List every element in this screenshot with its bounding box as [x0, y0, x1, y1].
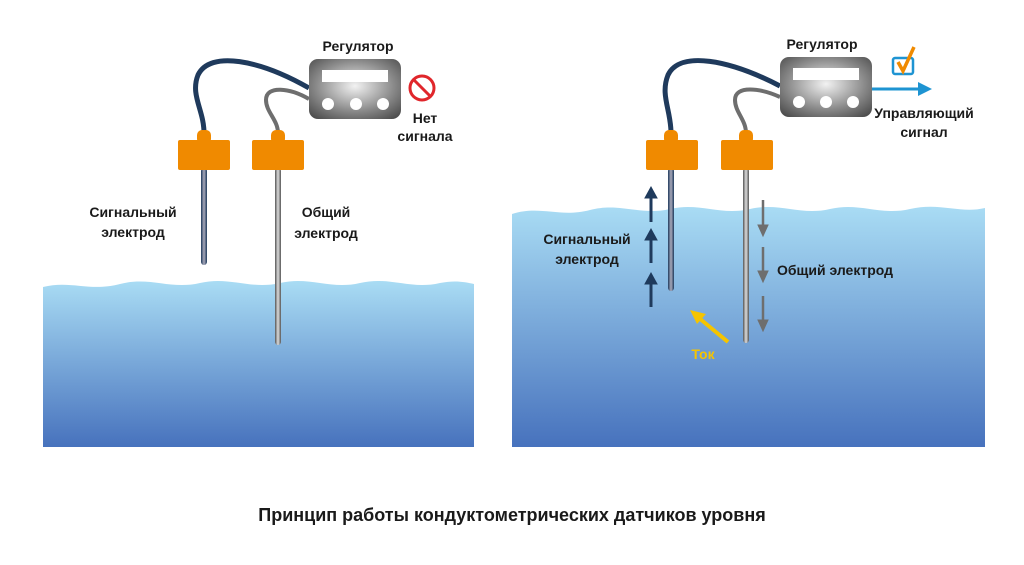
signal-electrode-rod [668, 168, 674, 291]
signal-cable [193, 58, 311, 134]
common-electrode-rod [275, 168, 281, 345]
common-electrode-label: Общий электрод [777, 262, 893, 278]
checkbox-checked-icon [891, 46, 916, 76]
diagram-title: Принцип работы кондуктометрических датчи… [258, 505, 765, 525]
regulator-label: Регулятор [322, 38, 393, 54]
left-panel: Регулятор Нет сигнала Сигнальный электро… [43, 38, 474, 447]
signal-cable [662, 58, 782, 134]
common-cable [732, 87, 781, 134]
regulator [780, 57, 872, 117]
common-electrode-rod [743, 168, 749, 343]
output-label: сигнал [900, 124, 947, 140]
right-panel: Регулятор Управляющий сигнал Сигнальный … [512, 36, 985, 447]
status-text: Нет [413, 110, 438, 126]
signal-electrode-label: Сигнальный [543, 231, 630, 247]
current-up-arrows [644, 185, 658, 307]
signal-electrode-label: Сигнальный [89, 204, 176, 220]
common-electrode-label: электрод [294, 225, 358, 241]
signal-probe-head [646, 130, 698, 170]
current-label: Ток [691, 346, 715, 362]
status-text: сигнала [397, 128, 452, 144]
signal-electrode-label: электрод [555, 251, 619, 267]
common-probe-head [721, 130, 773, 170]
output-arrow-icon [872, 82, 932, 96]
current-arrow-icon [690, 310, 730, 344]
signal-electrode-label: электрод [101, 224, 165, 240]
output-label: Управляющий [874, 105, 973, 121]
common-cable [263, 87, 311, 134]
regulator-label: Регулятор [786, 36, 857, 52]
signal-electrode-rod [201, 168, 207, 265]
regulator [309, 59, 401, 119]
common-probe-head [252, 130, 304, 170]
common-electrode-label: Общий [302, 204, 351, 220]
signal-probe-head [178, 130, 230, 170]
current-down-arrows [757, 200, 769, 333]
water [43, 280, 474, 447]
no-entry-icon [408, 74, 436, 102]
